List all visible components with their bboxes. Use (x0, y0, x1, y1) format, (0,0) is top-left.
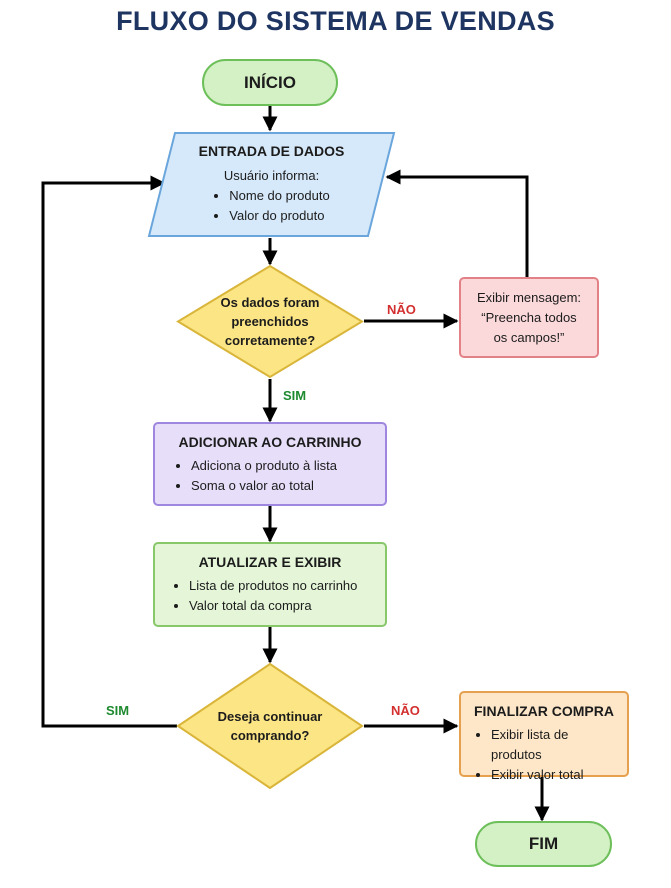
decision1-line: corretamente? (224, 333, 316, 348)
finalize-title: FINALIZAR COMPRA (474, 703, 614, 719)
add-to-cart-title: ADICIONAR AO CARRINHO (178, 434, 362, 450)
input-title: ENTRADA DE DADOS (198, 143, 345, 159)
decision1-line: Os dados foram (220, 295, 320, 310)
decision1-yes-label: SIM (283, 388, 307, 403)
input-list: Nome do produto Valor do produto (213, 186, 329, 226)
decision1-line: preenchidos (231, 314, 309, 329)
input-data-node: ENTRADA DE DADOS Usuário informa: Nome d… (147, 131, 396, 238)
update-list: Lista de produtos no carrinho Valor tota… (173, 576, 371, 616)
error-line: os campos!” (493, 329, 565, 345)
list-item: Soma o valor ao total (191, 476, 371, 496)
end-terminal: FIM (475, 821, 612, 867)
decision1-no-label: NÃO (387, 302, 416, 317)
error-line: Exibir mensagem: (476, 289, 582, 305)
list-item: Exibir valor total (491, 765, 615, 785)
input-subtitle: Usuário informa: (223, 168, 320, 183)
arrow-decision2-loop-to-input (41, 175, 177, 728)
arrow-error-to-input (385, 169, 529, 277)
decision2-line: Deseja continuar (217, 709, 323, 724)
finalize-purchase-box: FINALIZAR COMPRA Exibir lista de produto… (459, 691, 629, 782)
list-item: Valor total da compra (189, 596, 371, 616)
diamond-shape (176, 662, 364, 790)
add-to-cart-list: Adiciona o produto à lista Soma o valor … (175, 456, 371, 496)
diagram-title: FLUXO DO SISTEMA DE VENDAS (116, 6, 555, 36)
list-item: Nome do produto (229, 186, 329, 206)
decision2-line: comprando? (230, 728, 310, 743)
list-item: Adiciona o produto à lista (191, 456, 371, 476)
end-label: FIM (528, 834, 559, 853)
decision2-yes-label: SIM (106, 703, 130, 718)
error-line: “Preencha todos (481, 309, 577, 325)
start-label: INÍCIO (244, 72, 296, 92)
update-display-box: ATUALIZAR E EXIBIR Lista de produtos no … (153, 542, 387, 627)
start-terminal: INÍCIO (202, 59, 338, 106)
list-item: Lista de produtos no carrinho (189, 576, 371, 596)
decision-continue-shopping: Deseja continuar comprando? (176, 662, 364, 790)
diamond-shape (176, 264, 364, 379)
decision-data-valid: Os dados foram preenchidos corretamente? (176, 264, 364, 379)
decision2-no-label: NÃO (391, 703, 420, 718)
error-message-box: Exibir mensagem: “Preencha todos os camp… (459, 277, 599, 358)
list-item: Valor do produto (229, 206, 329, 226)
parallelogram-shape (147, 132, 396, 237)
add-to-cart-box: ADICIONAR AO CARRINHO Adiciona o produto… (153, 422, 387, 506)
finalize-list: Exibir lista de produtos Exibir valor to… (475, 725, 615, 785)
update-title: ATUALIZAR E EXIBIR (198, 554, 342, 570)
list-item: Exibir lista de produtos (491, 725, 615, 765)
